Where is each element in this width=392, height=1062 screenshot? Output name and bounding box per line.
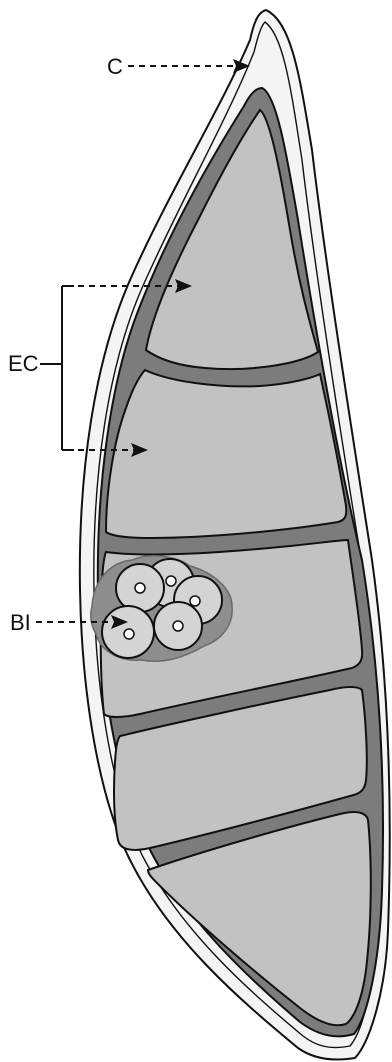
inclusion-nucleus [173, 621, 183, 631]
inclusion-nucleus [135, 583, 145, 593]
label-c: C [107, 54, 123, 79]
inclusion-nucleus [124, 629, 134, 639]
cell-2 [106, 370, 346, 538]
inclusion-nucleus [166, 576, 176, 586]
label-ec: EC [8, 351, 39, 376]
label-bi: BI [10, 610, 31, 635]
inclusion-nucleus [190, 596, 200, 606]
